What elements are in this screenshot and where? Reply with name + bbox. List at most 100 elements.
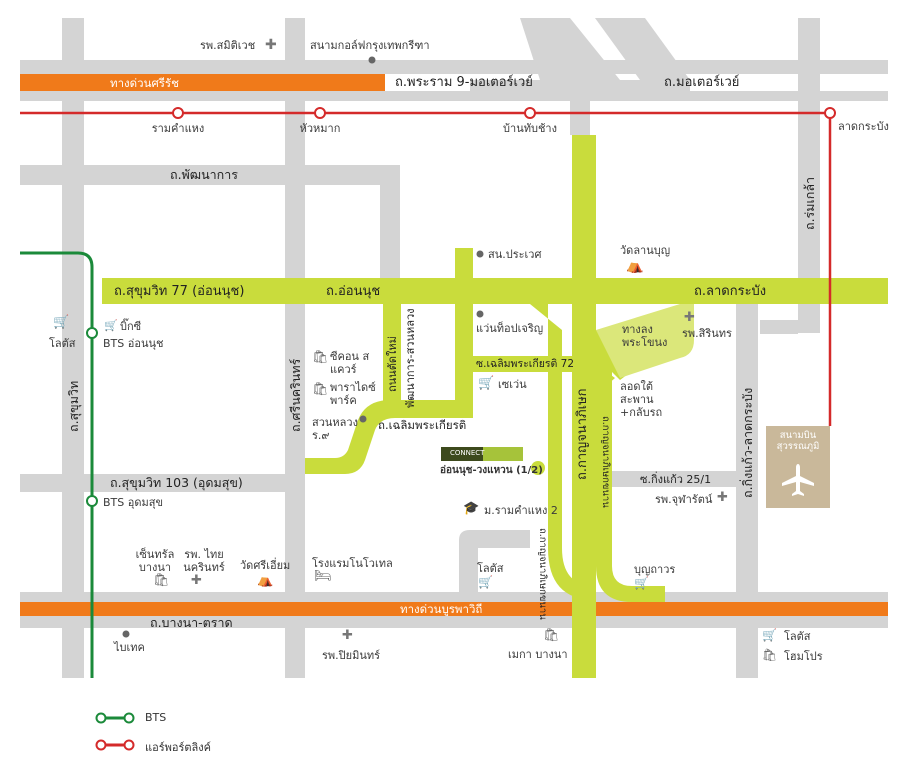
bts-line [20,251,94,678]
hospital-icon: ✚ [191,573,202,588]
sirinthorn-label: รพ.สิรินทร [682,327,732,340]
project-logo-strip [483,447,523,461]
golf-dot [368,56,376,64]
paradise-label: พาราไดซ์ พาร์ค [330,381,376,407]
underpass-label: ลอดใต้ สะพาน +กลับรถ [620,380,663,419]
wat-lan-bun-label: วัดลานบุญ [620,244,671,257]
road-segment [285,18,305,678]
sukhumvit77-road [102,278,888,304]
baitek-label: ไบเทค [114,641,145,654]
new-road-label: ถนนตัดใหม่ [386,336,399,392]
wenkop-label: แว่นท็อปเจริญ [476,322,544,335]
project-logo-box [441,447,483,461]
local-roads [20,18,888,678]
hospital-icon: ✚ [717,490,728,505]
shopping-bag-icon: 🛍 [762,648,778,662]
chaloem-road [305,304,473,474]
new-road [383,304,401,414]
romklao-road-label: ถ.ร่มเกล้า [802,176,817,230]
seacon-label: ซีคอน สแควร์ [330,350,370,376]
airport-label-line2: สุวรรณภูมิ [776,441,820,452]
mega-label: เมกา บางนา [508,648,568,661]
on-nut-road-label: ถ.อ่อนนุช [326,284,381,299]
cart-icon: 🛒 [53,315,70,330]
king-kaeo-road-label: ถ.กิ่งแก้ว-ลาดกระบัง [740,387,755,498]
project-dot [531,461,545,475]
station-lat-krabang [824,107,836,119]
lotus-mid-label: โลตัส [477,562,504,575]
hospital-icon: ✚ [265,37,277,53]
stations [86,107,836,507]
lotus-left-label: โลตัส [49,337,76,350]
lat-krabang-road-label: ถ.ลาดกระบัง [694,284,767,299]
burapha-expressway-label: ทางด่วนบูรพาวิถี [400,602,483,616]
prawet-label: สน.ประเวศ [488,248,542,261]
cart-icon: 🛒 [762,628,777,642]
bts-on-nut-label: BTS อ่อนนุช [103,337,164,350]
sukhumvit-road-label: ถ.สุขุมวิท [66,380,81,432]
legend-lines [95,712,135,751]
samitivej-label: รพ.สมิติเวช [200,39,256,52]
station-bts-udom-suk [86,495,98,507]
expressways [20,74,888,616]
prawet-spur [455,248,473,278]
project-label: อ่อนนุช-วงแหวน (1/2) [440,465,543,476]
airport-label-line1: สนามบิน [779,430,817,441]
airplane-icon [782,464,814,496]
sirat-expressway-label: ทางด่วนศรีรัช [110,76,179,90]
cart-icon: 🛒 [478,575,493,589]
novotel-label: โรงแรมโนโวเทล [312,557,393,570]
interchange [470,18,690,135]
sukhumvit103-label: ถ.สุขุมวิท 103 (อุดมสุข) [110,475,243,490]
ban-thap-chang-station-label: บ้านทับช้าง [503,122,557,135]
parallel-right-road [596,330,665,602]
lotus-right-label: โลตัส [784,630,811,643]
suan-luang-label: สวนหลวง ร.๙ [312,416,358,442]
sukhumvit77-road-label: ถ.สุขุมวิท 77 (อ่อนนุช) [114,284,245,299]
road-segment [459,530,530,600]
road-segment [380,165,400,280]
chaloem-road-label: ถ.เฉลิมพระเกียรติ [378,418,467,432]
legend-arl-dot [95,739,107,751]
parallel-right-label: ถ.กาญจนาภิเษกขนาน [600,416,611,508]
poi-dots [122,56,545,638]
burapha-expressway [20,602,888,616]
hospital-icon: ✚ [684,310,695,325]
shopping-bag-icon: 🛍 [153,573,170,588]
road-segment [20,60,888,74]
kanchanaphisek-label: ถ.กาญจนาภิเษก [575,388,590,480]
thai-nakarin-label: รพ. ไทยนครินทร์ [183,548,225,574]
ramp-road [596,304,694,378]
road-segment [20,91,888,101]
ramkhamhaeng-station-label: รามคำแหง [151,122,205,135]
sirat-expressway [20,74,385,91]
bangna-trat-label: ถ.บางนา-ตราด [150,615,233,630]
suan-luang-dot [359,415,367,423]
ramp-down-label: ทางลง พระโขนง [622,323,668,349]
phatthanakan-suanluang-label: พัฒนาการ-สวนหลวง [404,308,417,408]
bunthavorn-label: บุญถาวร [634,563,676,576]
shopping-bag-icon: 🛍 [312,350,329,365]
graduation-cap-icon: 🎓 [463,501,480,516]
main-roads [102,135,888,678]
airport-label: สนามบิน สุวรรณภูมิ [766,430,830,452]
cart-icon: 🛒 [104,319,118,332]
shopping-bag-icon: 🛍 [543,628,560,643]
wenkop-dot [476,310,484,318]
bts-udom-suk-label: BTS อุดมสุข [103,496,163,509]
suvarnabhumi-airport: สนามบิน สุวรรณภูมิ [766,426,830,508]
ramkhamhaeng2-label: ม.รามคำแหง 2 [484,504,558,517]
bigc-label: บิ๊กซี [120,320,142,333]
golf-label: สนามกอล์ฟกรุงเทพกรีฑา [310,39,430,52]
baitek-dot [122,630,130,638]
road-segment [20,592,888,602]
legend-bts-dot [123,712,135,724]
hua-mak-station-label: หัวหมาก [299,122,341,135]
road-segment [610,471,738,487]
shopping-bag-icon: 🛍 [312,382,329,397]
station-bts-on-nut [86,327,98,339]
station-ramkhamhaeng [172,107,184,119]
legend-airport-link-label: แอร์พอร์ตลิงค์ [145,741,211,754]
project-logo-text: CONNECT [450,449,485,457]
